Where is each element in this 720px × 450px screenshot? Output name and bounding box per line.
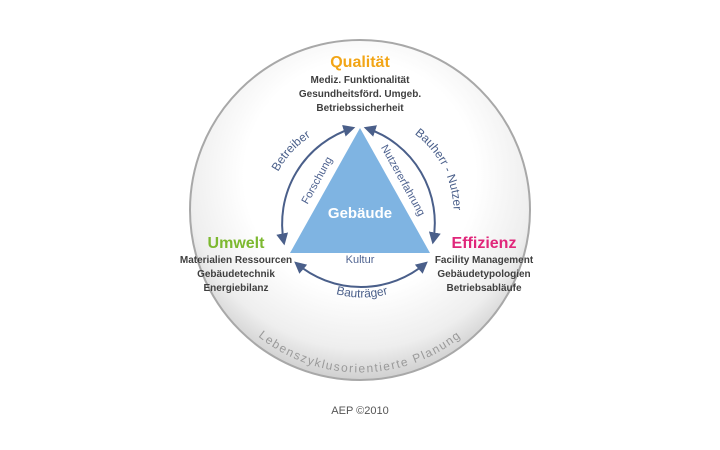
pillar-quality: Qualität Mediz. Funktionalität Gesundhei… [299,54,421,114]
pillar-quality-item: Gesundheitsförd. Umgeb. [299,89,421,100]
arrow-left-arc [276,125,356,246]
pillar-environment-title: Umwelt [208,235,266,252]
pillar-quality-item: Mediz. Funktionalität [311,75,411,86]
pillar-environment: Umwelt Materialien Ressourcen Gebäudetec… [180,235,292,294]
pillar-environment-item: Materialien Ressourcen [180,255,292,266]
pillar-environment-item: Gebäudetechnik [197,269,275,280]
triangle-side-bottom: Kultur [346,254,375,266]
pillar-efficiency-item: Gebäudetypologien [437,269,530,280]
center-label: Gebäude [328,205,392,222]
building-triangle [290,128,430,253]
arrow-bottom-arc [294,261,428,288]
arc-label-bottom: Bauträger [335,283,389,300]
arc-label-bottom-text: Bauträger [335,283,389,300]
pillar-efficiency-item: Betriebsabläufe [446,283,521,294]
footer-credit: AEP ©2010 [331,405,388,417]
arrow-right-arc [363,125,441,245]
pillar-environment-item: Energiebilanz [203,283,268,294]
pillar-efficiency: Effizienz Facility Management Gebäudetyp… [435,235,534,294]
pillar-efficiency-item: Facility Management [435,255,534,266]
pillar-efficiency-title: Effizienz [452,235,517,252]
pillar-quality-item: Betriebssicherheit [316,103,404,114]
cycle-arrows [276,125,441,288]
pillar-quality-title: Qualität [330,54,390,71]
